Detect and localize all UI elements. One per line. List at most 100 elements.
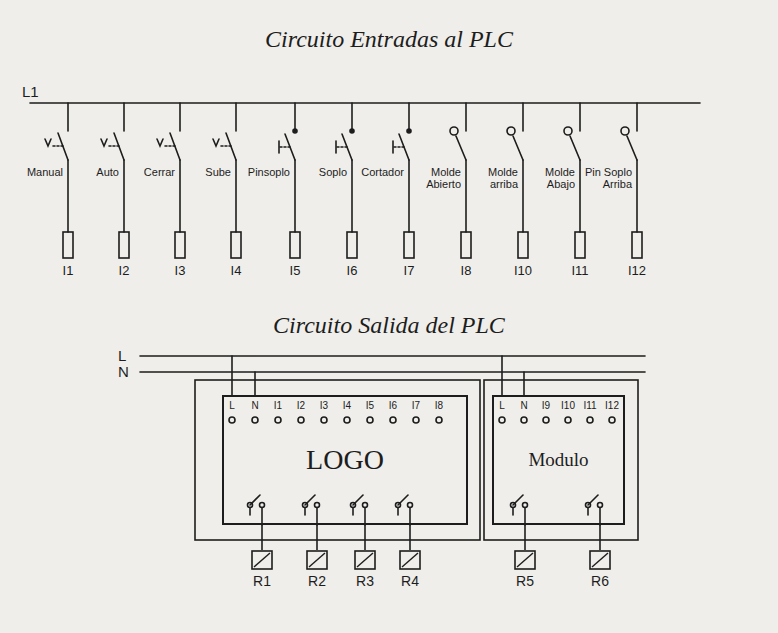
- switch-label: Pinsoplo: [242, 166, 290, 178]
- input-address: I4: [218, 264, 254, 278]
- push-contact: [393, 129, 411, 160]
- output-contact: [586, 495, 603, 525]
- coil-symbol: [514, 550, 536, 570]
- switch-label: Soplo: [299, 166, 347, 178]
- relay-coil: R2: [306, 550, 328, 570]
- section-heading: Circuito Salida del PLC: [0, 312, 778, 338]
- module-frame: [484, 380, 638, 540]
- input-drop: [119, 103, 129, 258]
- coil-symbol: [306, 550, 328, 570]
- push-button: [336, 103, 357, 258]
- terminal-label: I6: [382, 400, 404, 411]
- input-drop: [632, 103, 642, 258]
- limit-contact: [507, 127, 523, 160]
- coil-outline: [307, 551, 327, 569]
- coil-outline: [252, 551, 272, 569]
- selector-contact: [45, 133, 68, 160]
- supply-wire: [523, 372, 525, 395]
- selector-switch: [45, 103, 73, 258]
- terminal-label: I9: [535, 400, 557, 411]
- bus-label: L: [118, 348, 136, 365]
- input-drop: [404, 103, 414, 258]
- input-address: I3: [162, 264, 198, 278]
- line-bus: [140, 355, 645, 357]
- selector-contact: [213, 133, 236, 160]
- limit-contact: [621, 127, 637, 160]
- push-button: [393, 103, 414, 258]
- input-drop: [518, 103, 528, 258]
- input-drop: [347, 103, 357, 258]
- input-address: I5: [277, 264, 313, 278]
- output-contact: [511, 495, 528, 525]
- terminal-label: I4: [336, 400, 358, 411]
- terminal-label: N: [513, 400, 535, 411]
- switch-label: Manual: [15, 166, 63, 178]
- limit-contact: [450, 127, 466, 160]
- selector-switch: [157, 103, 185, 258]
- relay-coil: R4: [399, 550, 421, 570]
- terminal-label: I8: [428, 400, 450, 411]
- output-contact: [396, 495, 413, 525]
- output-wire: [316, 525, 318, 550]
- input-drop: [231, 103, 241, 258]
- terminal-label: I2: [290, 400, 312, 411]
- coil-stroke: [517, 553, 533, 567]
- input-address: I6: [334, 264, 370, 278]
- output-contact: [248, 495, 265, 525]
- output-wire: [261, 525, 263, 550]
- switch-label: Pin Soplo Arriba: [584, 166, 632, 190]
- supply-wire: [254, 372, 256, 395]
- output-contact: [303, 495, 320, 525]
- terminal-label: I5: [359, 400, 381, 411]
- terminal-label: I11: [579, 400, 601, 411]
- neutral-bus: [140, 371, 645, 373]
- input-address: I12: [619, 264, 655, 278]
- coil-symbol: [399, 550, 421, 570]
- input-address: I10: [505, 264, 541, 278]
- input-address: I7: [391, 264, 427, 278]
- supply-wire: [501, 356, 503, 395]
- input-drop: [575, 103, 585, 258]
- relay-coil: R1: [251, 550, 273, 570]
- coil-outline: [590, 551, 610, 569]
- selector-contact: [157, 133, 180, 160]
- relay-label: R6: [575, 574, 625, 589]
- relay-label: R2: [292, 574, 342, 589]
- plc-frame: [195, 380, 480, 540]
- coil-outline: [515, 551, 535, 569]
- input-drop: [175, 103, 185, 258]
- input-address: I2: [106, 264, 142, 278]
- input-address: I1: [50, 264, 86, 278]
- input-address: I11: [562, 264, 598, 278]
- relay-label: R4: [385, 574, 435, 589]
- switch-label: Molde arriba: [470, 166, 518, 190]
- output-wire: [364, 525, 366, 550]
- relay-coil: R6: [589, 550, 611, 570]
- input-drop: [461, 103, 471, 258]
- relay-coil: R5: [514, 550, 536, 570]
- relay-label: R1: [237, 574, 287, 589]
- coil-symbol: [589, 550, 611, 570]
- input-drop: [290, 103, 300, 258]
- selector-switch: [213, 103, 241, 258]
- relay-coil: R3: [354, 550, 376, 570]
- terminal-label: I12: [601, 400, 623, 411]
- supply-bus: [30, 102, 700, 104]
- selector-contact: [101, 133, 124, 160]
- coil-stroke: [592, 553, 608, 567]
- input-drop: [63, 103, 73, 258]
- coil-stroke: [402, 553, 418, 567]
- supply-wire: [231, 356, 233, 395]
- bus-label: N: [118, 364, 136, 381]
- box-title: Modulo: [528, 450, 588, 471]
- terminal-row: [229, 417, 615, 423]
- relay-label: R3: [340, 574, 390, 589]
- plc-box: LOGO: [222, 395, 468, 525]
- relay-label: R5: [500, 574, 550, 589]
- output-wire: [599, 525, 601, 550]
- bus-label: L1: [22, 84, 62, 101]
- coil-outline: [355, 551, 375, 569]
- coil-symbol: [251, 550, 273, 570]
- push-button: [279, 103, 300, 258]
